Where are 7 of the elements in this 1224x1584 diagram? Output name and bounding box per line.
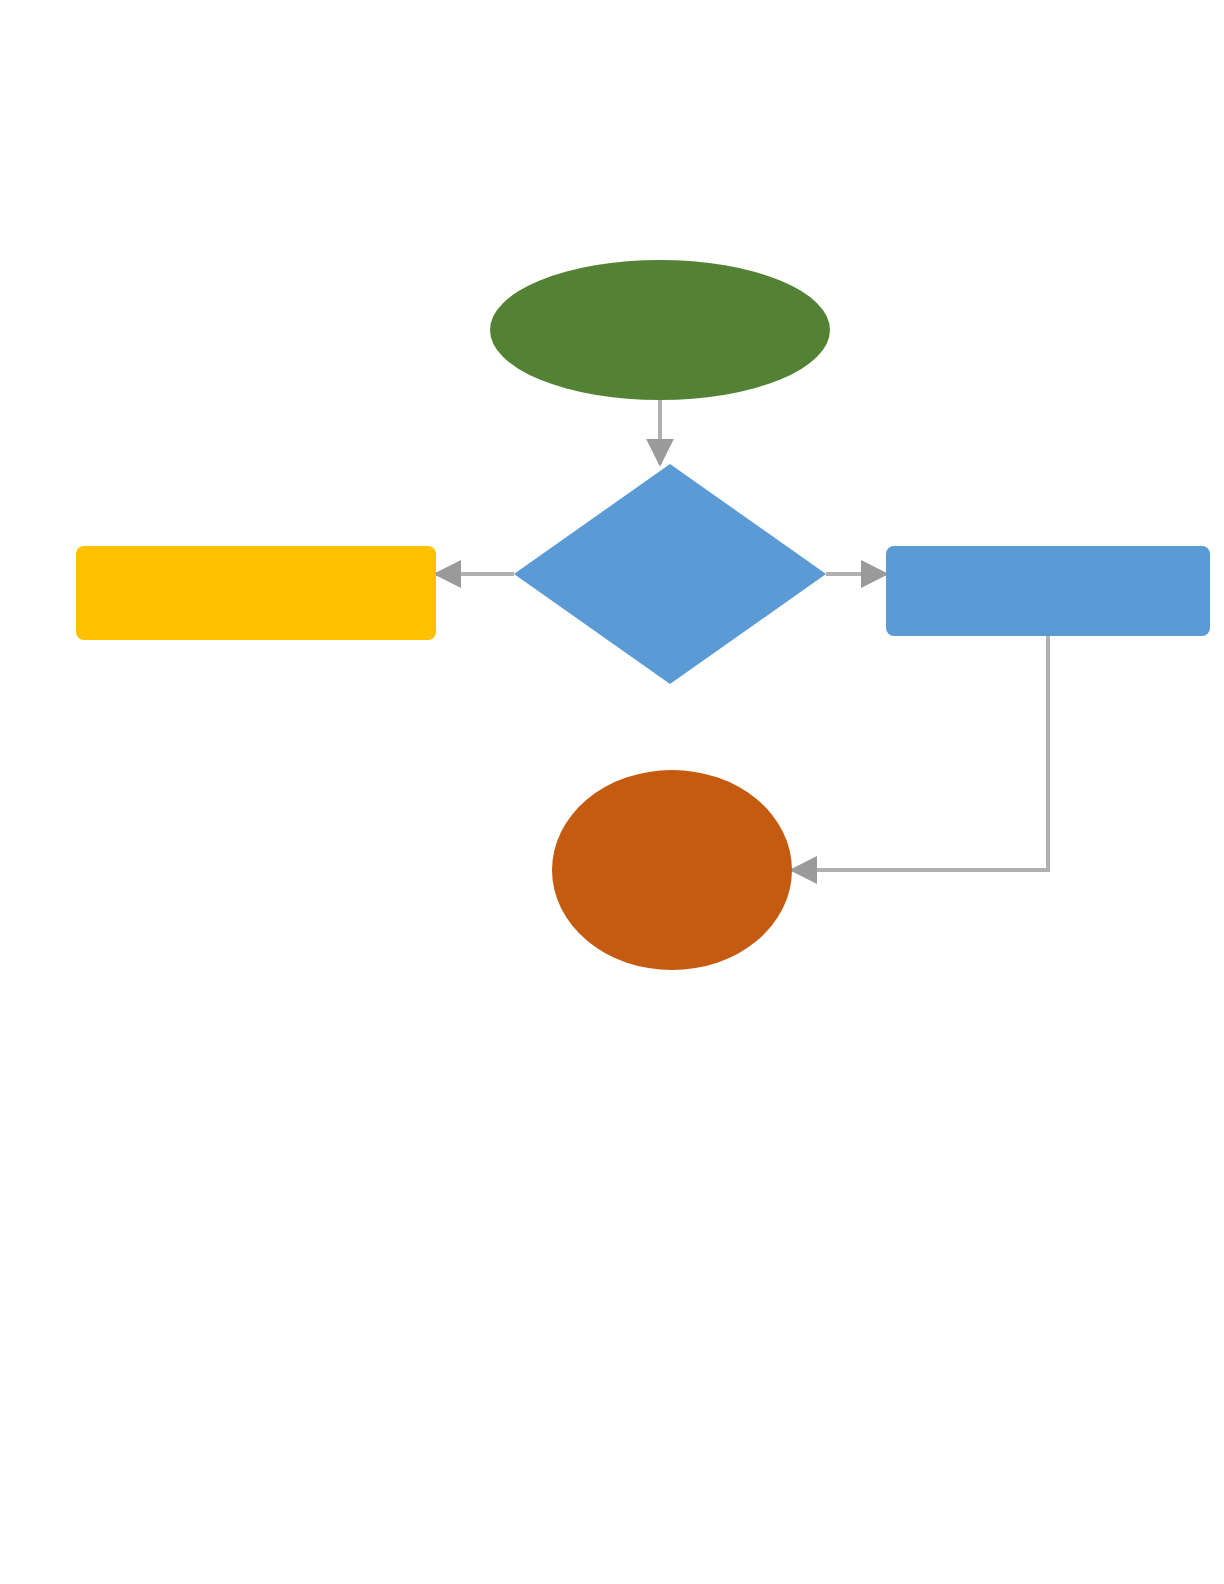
process-box <box>886 546 1210 636</box>
process-box <box>76 546 436 640</box>
decision-diamond <box>514 464 826 684</box>
arrow <box>433 560 514 588</box>
arrow <box>826 560 889 588</box>
arrow <box>646 400 674 467</box>
arrow <box>789 636 1050 884</box>
